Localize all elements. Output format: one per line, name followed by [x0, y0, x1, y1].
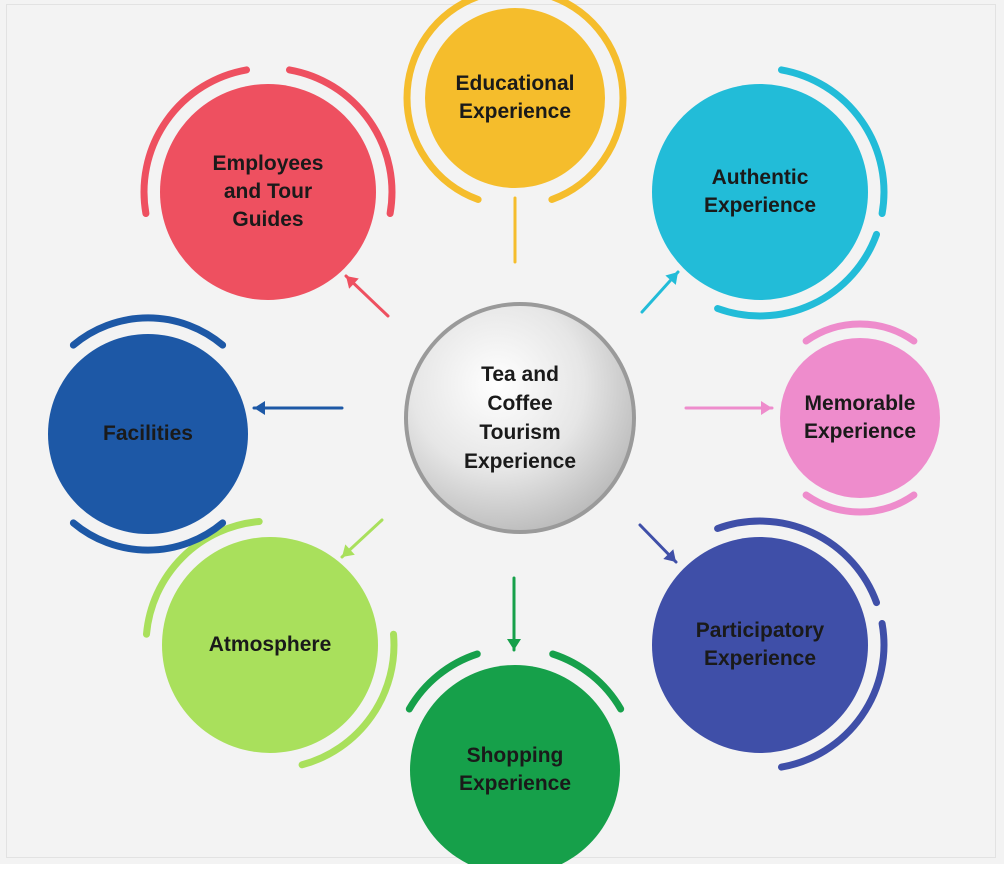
node-label-authentic: Authentic Experience [703, 166, 817, 217]
arrowhead-memorable [761, 401, 772, 415]
arc-educational-1 [403, 0, 482, 203]
arrowhead-participatory [663, 549, 676, 562]
arc-shopping-2 [549, 650, 625, 713]
node-label-educational: Educational Experience [455, 72, 575, 123]
arc-facilities-2 [69, 519, 227, 554]
arrowhead-atmosphere [342, 544, 355, 557]
center-circle [408, 306, 632, 530]
node-circle-participatory [652, 537, 868, 753]
arc-educational-2 [548, 0, 627, 203]
arc-employees-1 [140, 66, 250, 217]
arc-memorable-1 [802, 320, 918, 345]
node-label-memorable: Memorable Experience [803, 392, 917, 443]
arrowhead-authentic [665, 272, 678, 285]
arc-employees-2 [286, 66, 396, 217]
node-circle-atmosphere [162, 537, 378, 753]
arrowhead-employees [346, 276, 359, 289]
arc-atmosphere-2 [298, 630, 398, 769]
arc-shopping-1 [405, 650, 481, 713]
node-circle-educational [425, 8, 605, 188]
node-label-facilities: Facilities [103, 422, 193, 445]
node-circle-facilities [48, 334, 248, 534]
center-label: Tea and Coffee Tourism Experience [463, 363, 577, 473]
arc-memorable-2 [802, 491, 918, 516]
node-circle-memorable [780, 338, 940, 498]
arc-facilities-1 [69, 314, 227, 349]
node-circle-employees [160, 84, 376, 300]
arc-authentic-1 [778, 66, 888, 217]
node-label-participatory: Participatory Experience [695, 619, 825, 670]
node-circle-authentic [652, 84, 868, 300]
node-label-atmosphere: Atmosphere [208, 633, 332, 656]
node-label-shopping: Shopping Experience [458, 744, 572, 795]
arrowhead-facilities [254, 401, 265, 415]
node-label-employees: Employees and Tour Guides [212, 152, 324, 231]
arc-authentic-2 [714, 230, 880, 320]
arrowhead-shopping [507, 639, 521, 650]
arc-participatory-1 [714, 517, 880, 607]
arc-atmosphere-1 [143, 518, 263, 638]
arc-participatory-2 [778, 620, 888, 771]
node-circle-shopping [410, 665, 620, 864]
